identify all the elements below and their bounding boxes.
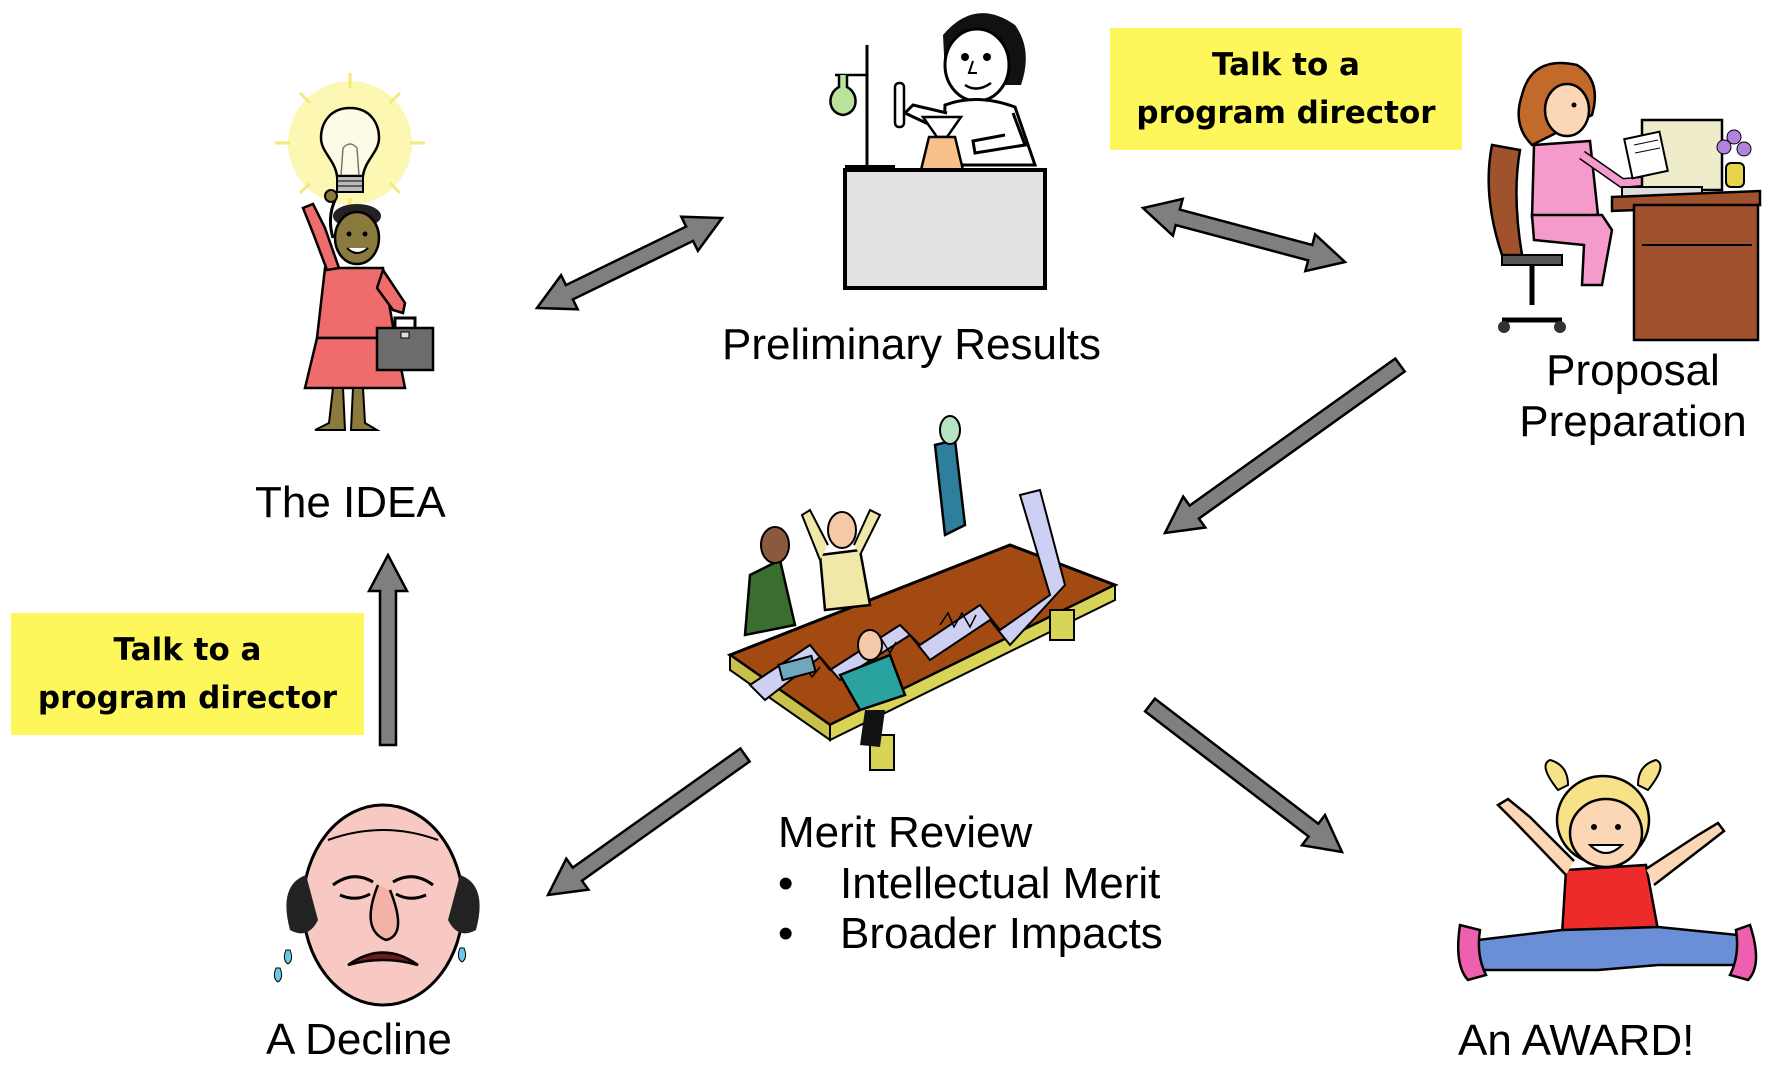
tear-drops-icon [273, 947, 467, 983]
briefcase-icon [375, 316, 435, 372]
reviewer-green-jacket [743, 526, 797, 637]
note-line-2: program director [37, 680, 338, 716]
happy-girl-illustration [1457, 758, 1758, 982]
lab-stand [829, 45, 895, 173]
talk-to-program-director-note-top: Talk to a program director [1110, 28, 1462, 150]
woman-figure [301, 189, 407, 431]
scientist-figure [902, 13, 1038, 167]
arrow-preliminary-to-proposal [1140, 197, 1348, 273]
woman-at-computer-illustration [1487, 61, 1762, 342]
reviewer-arms-raised [800, 508, 882, 612]
computer-monitor-icon [1621, 118, 1724, 198]
lab-bench [843, 168, 1047, 290]
arrow-merit-to-decline [545, 746, 752, 897]
note-line-1: Talk to a [1212, 46, 1360, 83]
girl-figure [1466, 758, 1750, 972]
arrow-proposal-to-merit [1162, 356, 1407, 535]
merit-review-label: Merit Review [778, 808, 1033, 857]
arrow-decline-to-idea [366, 552, 410, 747]
merit-criteria-list: Intellectual Merit Broader Impacts [778, 859, 1163, 960]
idea-woman-lightbulb-illustration [275, 73, 435, 431]
review-table [726, 543, 1119, 771]
merit-review-label-block: Merit Review Intellectual Merit Broader … [778, 808, 1163, 960]
desk [1610, 189, 1762, 342]
reviewer-teal-seated [777, 629, 907, 747]
lightbulb-glow-icon [275, 73, 425, 213]
criterion-broader-impacts: Broader Impacts [778, 909, 1163, 960]
reviewer-teal-standing [933, 415, 967, 537]
flower-vase-icon [1716, 129, 1752, 188]
crying-man-illustration [273, 803, 480, 1007]
note-line-1: Talk to a [113, 631, 262, 668]
arrow-idea-to-preliminary [534, 215, 725, 311]
proposal-preparation-label: Proposal Preparation [1498, 346, 1768, 447]
decline-label: A Decline [266, 1015, 452, 1064]
woman-typing-figure [1517, 61, 1649, 287]
proposal-label-line-1: Proposal [1546, 346, 1720, 395]
merit-review-panel-illustration [726, 415, 1119, 771]
scientist-lab-bench-illustration [829, 13, 1047, 290]
note-line-2: program director [1136, 95, 1436, 131]
office-chair [1487, 143, 1566, 333]
arrow-merit-to-award [1143, 696, 1345, 854]
test-tubes-and-funnel [893, 81, 965, 172]
criterion-intellectual-merit: Intellectual Merit [778, 859, 1163, 910]
crying-face [286, 803, 480, 1007]
proposal-label-line-2: Preparation [1519, 396, 1747, 446]
pink-sneakers-icon [1457, 923, 1758, 982]
preliminary-results-label: Preliminary Results [722, 320, 1101, 369]
idea-label: The IDEA [255, 478, 446, 527]
talk-to-program-director-note-left: Talk to a program director [11, 613, 364, 735]
award-label: An AWARD! [1458, 1016, 1695, 1065]
